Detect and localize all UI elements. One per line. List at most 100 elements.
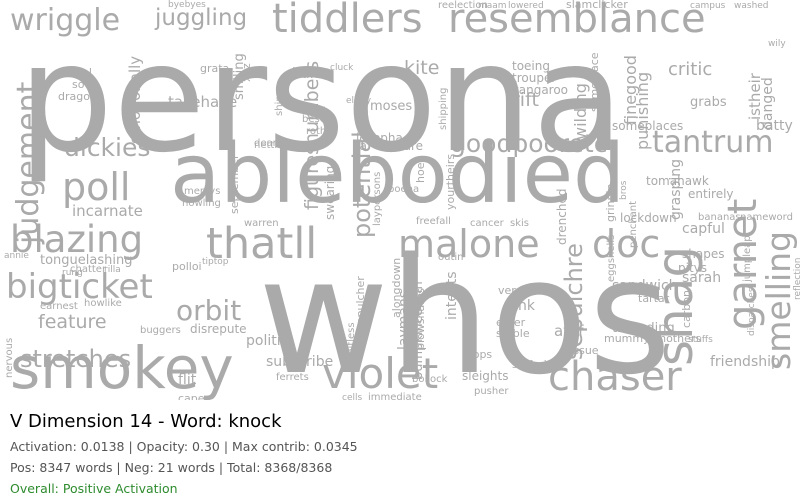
word-resemblance: resemblance bbox=[448, 0, 706, 42]
word-wilding: wilding bbox=[571, 83, 590, 140]
word-sleights: sleights bbox=[462, 369, 508, 383]
word-capful: capful bbox=[682, 221, 725, 237]
word-nettle: nettle bbox=[254, 140, 283, 151]
word-tissue: tissue bbox=[566, 344, 599, 357]
word-poll: poll bbox=[62, 165, 131, 209]
word-incarnate: incarnate bbox=[72, 202, 143, 220]
word-ferrets: ferrets bbox=[276, 372, 309, 383]
word-bumpkincousin: bumpkincousin bbox=[411, 281, 426, 380]
word-sepulcher: sepulcher bbox=[354, 276, 367, 330]
word-grasping: grasping bbox=[668, 159, 684, 220]
word-feature: feature bbox=[38, 311, 107, 333]
word-grabs: grabs bbox=[690, 95, 727, 110]
word-potential: potential bbox=[348, 131, 376, 238]
word-shag: shag bbox=[646, 246, 704, 366]
word-batty: batty bbox=[756, 118, 793, 134]
word-counts: Pos: 8347 words | Neg: 21 words | Total:… bbox=[10, 460, 333, 475]
word-reelection: reelection bbox=[438, 0, 488, 11]
word-polloi: polloi bbox=[172, 260, 202, 273]
word-kangaroo: kangaroo bbox=[512, 83, 568, 97]
word-eggshells: eggshells bbox=[606, 235, 617, 282]
word-blazing: blazing bbox=[10, 218, 143, 261]
word-entirely: entirely bbox=[688, 187, 734, 201]
word-alongdown: alongdown bbox=[390, 258, 403, 318]
word-dragout: dragout bbox=[58, 90, 102, 103]
word-istheir: istheir bbox=[746, 72, 764, 120]
word-mops: mops bbox=[462, 348, 492, 361]
word-tiptop: tiptop bbox=[202, 257, 229, 267]
word-cape: cape bbox=[178, 392, 205, 400]
word-howling: howling bbox=[182, 198, 221, 209]
word-laymans: laymans bbox=[396, 291, 412, 350]
word-annie: annie bbox=[4, 251, 29, 261]
word-smelling: smelling bbox=[759, 231, 798, 370]
word-orbit: orbit bbox=[176, 294, 241, 327]
word-slamclicker: slamclicker bbox=[566, 0, 628, 11]
word-sarah: sarah bbox=[682, 270, 721, 286]
chart-title: V Dimension 14 - Word: knock bbox=[10, 411, 282, 432]
word-ellery: ellery bbox=[346, 96, 372, 106]
word-dickies: dickies bbox=[64, 133, 150, 162]
word-sepulchre: sepulchre bbox=[560, 243, 588, 360]
word-suffering: suffering bbox=[512, 358, 561, 371]
overall-status: Overall: Positive Activation bbox=[10, 481, 178, 496]
word-figuresnumbers: figuresnumbers bbox=[301, 61, 323, 210]
word-isare: isare bbox=[394, 139, 423, 153]
word-tiddlers: tiddlers bbox=[272, 0, 423, 42]
word-lowered: lowered bbox=[508, 1, 544, 11]
word-nervous: nervous bbox=[4, 338, 15, 378]
word-soda: soda bbox=[72, 78, 98, 91]
word-takehave: takehave bbox=[168, 93, 237, 111]
word-shipping: shipping bbox=[438, 88, 449, 131]
word-emotionally: emotionally bbox=[126, 56, 144, 144]
word-skis: skis bbox=[510, 218, 529, 229]
word-howlike: howlike bbox=[84, 298, 122, 309]
word-kernel: kernel bbox=[58, 66, 92, 79]
word-bigticket: bigticket bbox=[6, 267, 153, 307]
word-smokey: smokey bbox=[10, 334, 234, 400]
word-campus: campus bbox=[690, 1, 726, 11]
word-pear: pear bbox=[302, 104, 326, 115]
word-malone: malone bbox=[398, 222, 540, 266]
word-smiling: smiling bbox=[232, 53, 247, 100]
word-grata: grata bbox=[200, 62, 229, 75]
word-flit: flit bbox=[178, 372, 197, 388]
word-plowshares: plowshares bbox=[414, 288, 427, 350]
word-nameword: nameword bbox=[740, 212, 793, 223]
word-xyz: xyz bbox=[240, 63, 253, 82]
word-bananas: bananas bbox=[698, 212, 741, 223]
word-hula: hula bbox=[292, 66, 322, 82]
word-stable: stable bbox=[496, 327, 530, 340]
word-pitys: pitys bbox=[678, 261, 707, 275]
word-tantrum: tantrum bbox=[652, 125, 774, 160]
word-roth: roth bbox=[306, 126, 326, 137]
word-byebyes: byebyes bbox=[168, 0, 206, 10]
word-persona: persona bbox=[18, 12, 624, 186]
word-stretches: stretches bbox=[20, 345, 131, 373]
word-someplace: someplace bbox=[588, 52, 601, 112]
word-garnet: garnet bbox=[720, 199, 766, 330]
word-dispatches: dispatches bbox=[747, 287, 757, 336]
word-buggers: buggers bbox=[140, 325, 181, 336]
word-judgement: judgement bbox=[11, 81, 46, 245]
word-wriggle: wriggle bbox=[10, 3, 120, 38]
word-chatter: chatter bbox=[70, 264, 107, 275]
word-ablebodied: ablebodied bbox=[170, 127, 625, 222]
word-someplaces: someplaces bbox=[612, 119, 683, 133]
word-josepha: josepha bbox=[355, 131, 403, 145]
word-jumpleap: jumpleap bbox=[742, 235, 753, 283]
word-reflection: reflection bbox=[793, 258, 800, 300]
word-beset: beset bbox=[302, 114, 330, 125]
word-freefall: freefall bbox=[416, 216, 451, 227]
word-goodpooretc: goodpooretc bbox=[450, 129, 607, 158]
word-earnest: earnest bbox=[40, 301, 78, 312]
word-finegood: finegood bbox=[621, 55, 640, 125]
word-wily: wily bbox=[768, 39, 786, 49]
word-lockdown: lockdown bbox=[620, 211, 677, 225]
word-mummysmothers: mummysmothers bbox=[604, 332, 701, 345]
word-intents: intents bbox=[444, 271, 460, 320]
word-punishing: punishing bbox=[633, 72, 652, 150]
word-yourtheirs: yourtheirs bbox=[444, 154, 457, 210]
word-laypersons: laypersons bbox=[372, 172, 383, 226]
word-threading: threading bbox=[612, 321, 675, 336]
